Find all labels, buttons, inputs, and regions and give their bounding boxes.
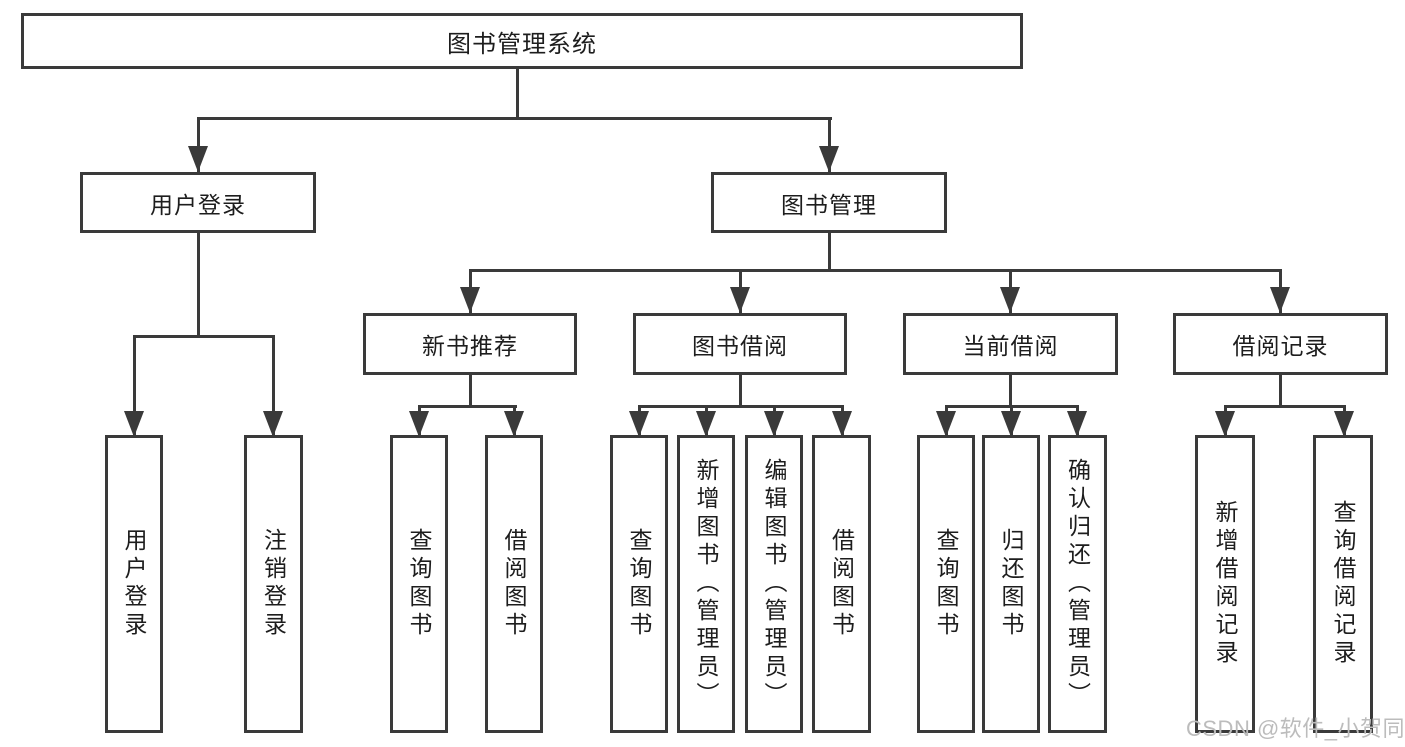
arrow-down-icon [263, 411, 283, 437]
connector-line [739, 375, 742, 407]
connector-line [828, 117, 831, 172]
arrow-down-icon [409, 411, 429, 437]
connector-line [197, 117, 832, 120]
leaf-label: 新增图书（管理员） [693, 458, 719, 710]
connector-line [469, 269, 1282, 272]
node-borrow-records: 借阅记录 [1173, 313, 1388, 375]
leaf-label: 编辑图书（管理员） [761, 458, 787, 710]
leaf-query-borrow-record: 查询借阅记录 [1313, 435, 1373, 733]
leaf-label: 新增借阅记录 [1212, 500, 1238, 668]
leaf-edit-book-admin: 编辑图书（管理员） [745, 435, 803, 733]
node-root-label: 图书管理系统 [447, 30, 597, 58]
leaf-return-books: 归还图书 [982, 435, 1040, 733]
connector-line [828, 233, 831, 272]
connector-line [638, 405, 844, 408]
leaf-borrow-books: 借阅图书 [812, 435, 871, 733]
connector-line [1224, 405, 1346, 408]
leaf-label: 借阅图书 [501, 528, 527, 640]
connector-line [133, 335, 275, 338]
leaf-add-borrow-record: 新增借阅记录 [1195, 435, 1255, 733]
node-book-borrow-label: 图书借阅 [692, 333, 788, 359]
leaf-query-books: 查询图书 [390, 435, 448, 733]
arrow-down-icon [936, 411, 956, 437]
leaf-label: 确认归还（管理员） [1064, 458, 1091, 710]
connector-line [516, 69, 519, 119]
connector-line [469, 375, 472, 407]
arrow-down-icon [629, 411, 649, 437]
node-new-book-recommend: 新书推荐 [363, 313, 577, 375]
arrow-down-icon [1000, 287, 1020, 313]
arrow-down-icon [504, 411, 524, 437]
connector-line [272, 335, 275, 437]
leaf-borrow-books: 借阅图书 [485, 435, 543, 733]
arrow-down-icon [1270, 287, 1290, 313]
arrow-down-icon [1215, 411, 1235, 437]
leaf-label: 归还图书 [998, 528, 1024, 640]
node-book-management-label: 图书管理 [781, 191, 877, 218]
node-user-login-label: 用户登录 [150, 191, 246, 218]
arrow-down-icon [1001, 411, 1021, 437]
arrow-down-icon [832, 411, 852, 437]
leaf-label: 注销登录 [260, 528, 287, 640]
arrow-down-icon [460, 287, 480, 313]
connector-line [133, 335, 136, 437]
connector-line [197, 117, 200, 172]
watermark: CSDN @软件_小贺同学 [1186, 716, 1405, 741]
connector-line [418, 405, 517, 408]
leaf-confirm-return-admin: 确认归还（管理员） [1048, 435, 1107, 733]
leaf-user-login: 用户登录 [105, 435, 163, 733]
node-root: 图书管理系统 [21, 13, 1023, 69]
leaf-label: 查询图书 [626, 528, 652, 640]
node-book-borrow: 图书借阅 [633, 313, 847, 375]
arrow-down-icon [764, 411, 784, 437]
leaf-logout: 注销登录 [244, 435, 303, 733]
leaf-add-book-admin: 新增图书（管理员） [677, 435, 735, 733]
leaf-query-books: 查询图书 [917, 435, 975, 733]
connector-line [197, 233, 200, 337]
leaf-label: 用户登录 [121, 528, 147, 640]
leaf-label: 查询图书 [933, 528, 959, 640]
node-current-borrow-label: 当前借阅 [962, 333, 1059, 359]
arrow-down-icon [696, 411, 716, 437]
leaf-query-books: 查询图书 [610, 435, 668, 733]
leaf-label: 查询借阅记录 [1330, 500, 1356, 668]
arrow-down-icon [819, 146, 839, 172]
arrow-down-icon [1334, 411, 1354, 437]
arrow-down-icon [188, 146, 208, 172]
arrow-down-icon [124, 411, 144, 437]
leaf-label: 查询图书 [406, 528, 432, 640]
connector-line [1009, 375, 1012, 407]
arrow-down-icon [1067, 411, 1087, 437]
node-user-login: 用户登录 [80, 172, 316, 233]
node-book-management: 图书管理 [711, 172, 947, 233]
node-new-book-recommend-label: 新书推荐 [422, 333, 518, 359]
leaf-label: 借阅图书 [828, 528, 855, 640]
node-borrow-records-label: 借阅记录 [1232, 333, 1329, 359]
node-current-borrow: 当前借阅 [903, 313, 1118, 375]
connector-line [1279, 375, 1282, 407]
arrow-down-icon [730, 287, 750, 313]
